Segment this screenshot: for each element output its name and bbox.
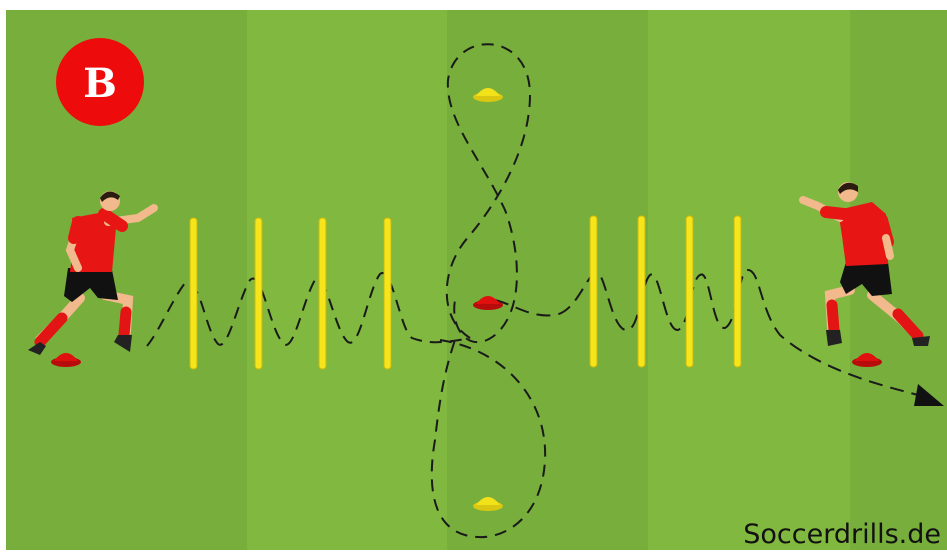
watermark-text: Soccerdrills.de — [743, 519, 941, 550]
pole — [637, 215, 646, 368]
run-path-figure-eight-bottom — [430, 339, 547, 539]
arrow-head-icon — [914, 384, 944, 406]
pole — [733, 215, 742, 368]
cone-red-right — [852, 353, 882, 367]
pole — [589, 215, 598, 368]
player-left — [28, 191, 158, 355]
pole — [189, 217, 198, 370]
player-right — [799, 182, 930, 346]
slalom-poles-left — [189, 217, 392, 370]
variant-badge: B — [56, 38, 144, 126]
run-path-figure-eight-top — [445, 43, 532, 343]
pitch — [6, 10, 947, 550]
cone-red-center — [473, 296, 503, 310]
pole — [383, 217, 392, 370]
cone-red-left — [51, 353, 81, 367]
slalom-poles-right — [589, 215, 742, 368]
variant-label: B — [83, 60, 117, 107]
pole — [318, 217, 327, 370]
pole — [685, 215, 694, 368]
cone-yellow-top — [473, 88, 503, 102]
pole — [254, 217, 263, 370]
cone-yellow-bottom — [473, 497, 503, 511]
